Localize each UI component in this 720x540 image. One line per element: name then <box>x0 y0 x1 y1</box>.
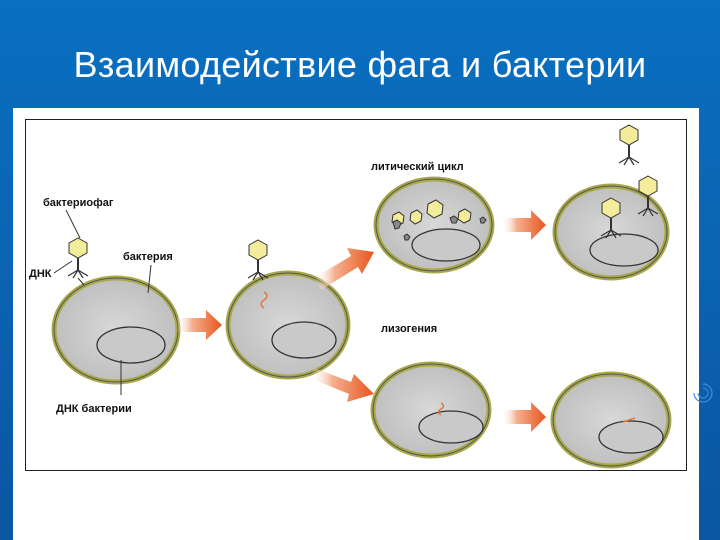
arrow-lysogeny-integration <box>501 402 546 432</box>
diagram-frame: бактериофаг ДНК бактерия ДНК бактерии ли… <box>25 119 687 471</box>
label-bacterium: бактерия <box>123 251 173 263</box>
label-lytic-cycle: литический цикл <box>371 161 464 173</box>
bacteriophage-icon <box>67 237 89 279</box>
arrow-to-lytic <box>314 248 374 290</box>
decorative-swirl-icon <box>693 383 713 403</box>
prophage-icon <box>622 417 636 423</box>
phage-bacteria-diagram: бактериофаг ДНК бактерия ДНК бактерии ли… <box>29 124 672 469</box>
label-bacteriophage: бактериофаг <box>43 197 114 209</box>
bacterium-cell-lysis <box>552 124 670 281</box>
bacterium-cell-infected <box>225 239 351 380</box>
arrow-to-lysogeny <box>310 368 374 402</box>
bacterium-cell-lysogenic <box>370 361 492 459</box>
label-dna: ДНК <box>29 268 52 280</box>
arrow-infection <box>176 310 222 340</box>
label-bacterial-dna: ДНК бактерии <box>56 403 132 415</box>
injected-dna-icon <box>260 291 268 309</box>
phage-dna-icon <box>437 402 445 416</box>
label-lysogeny: лизогения <box>381 323 437 335</box>
bacterium-cell-prophage <box>550 371 672 469</box>
bacterium-cell-lytic <box>373 176 495 274</box>
bacterial-dna-loop <box>96 326 166 364</box>
arrow-lytic-release <box>501 210 546 240</box>
slide-title: Взаимодействие фага и бактерии <box>73 44 647 85</box>
attached-phage-icon <box>247 239 269 281</box>
free-phage-icon <box>618 124 640 166</box>
